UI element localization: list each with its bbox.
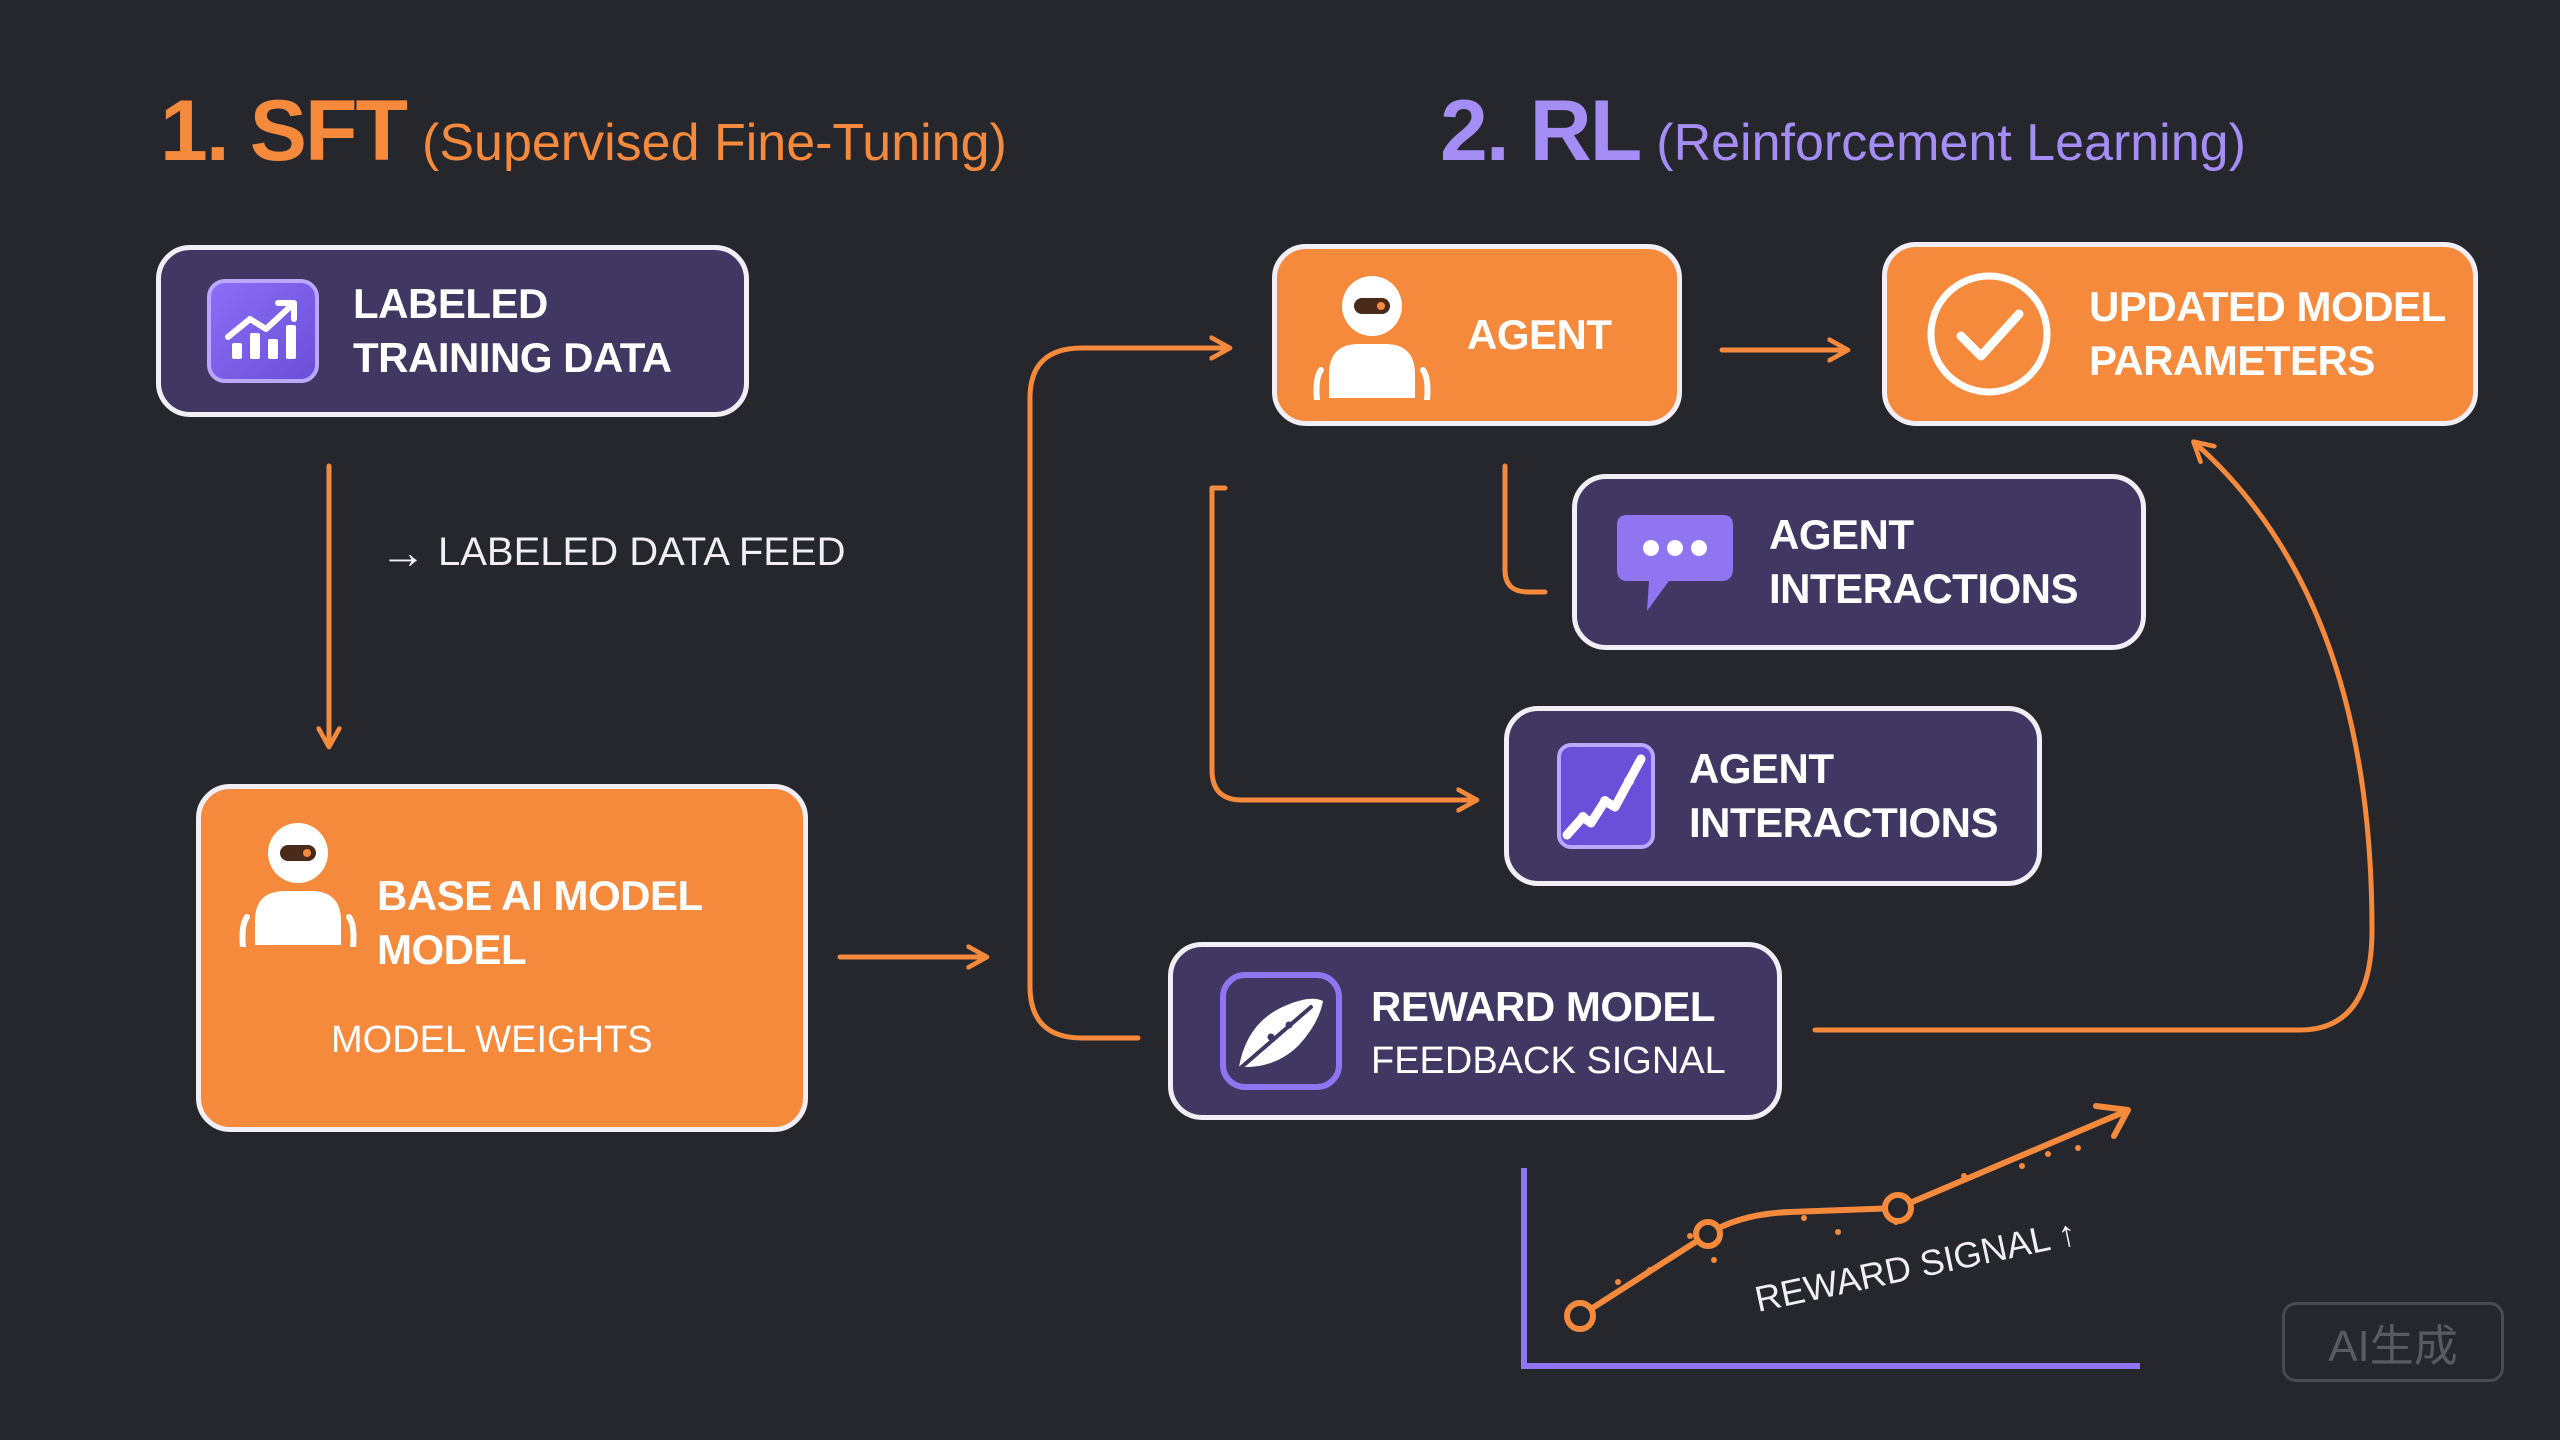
agent-interactions-label-1: AGENT INTERACTIONS — [1769, 511, 2079, 612]
feedback-signal-label: FEEDBACK SIGNAL — [1371, 1039, 1726, 1082]
agent-box[interactable]: AGENT — [1272, 244, 1682, 426]
checkmark-circle-icon — [1927, 272, 2051, 396]
updated-model-box[interactable]: UPDATED MODEL PARAMETERS — [1882, 242, 2478, 426]
sft-number: 1. SFT — [160, 83, 408, 179]
sft-subtitle: (Supervised Fine-Tuning) — [422, 114, 1007, 172]
robot-icon — [1313, 276, 1431, 400]
chart-axes — [1521, 1168, 2140, 1369]
labeled-training-data-box[interactable]: LABELED TRAINING DATA — [156, 245, 749, 417]
base-ai-model-box[interactable]: BASE AI MODEL MODEL MODEL WEIGHTS — [196, 784, 808, 1132]
agent-interactions-box-2[interactable]: AGENT INTERACTIONS — [1504, 706, 2042, 886]
arrow-loop-to-agent — [1027, 348, 1228, 1041]
chart-growth-icon — [207, 279, 319, 383]
data-feed-label: → LABELED DATA FEED — [380, 526, 846, 578]
updated-model-label: UPDATED MODEL PARAMETERS — [2089, 283, 2446, 384]
trend-point-1 — [1564, 1300, 1596, 1332]
trend-arrowhead — [2093, 1103, 2131, 1139]
connector-agent-to-interactions — [1502, 463, 1548, 595]
arrow-right-icon: → — [380, 526, 426, 578]
reward-model-text: REWARD MODEL FEEDBACK SIGNAL — [1371, 980, 1726, 1083]
arrow-feedback-to-updated — [1812, 443, 2375, 1033]
chat-bubble-icon — [1617, 515, 1733, 611]
labeled-data-label: LABELED TRAINING DATA — [353, 280, 672, 381]
agent-interactions-box-1[interactable]: AGENT INTERACTIONS — [1572, 474, 2146, 650]
reward-signal-label: REWARD SIGNAL ↑ — [1751, 1212, 2080, 1320]
reward-model-box[interactable]: REWARD MODEL FEEDBACK SIGNAL — [1168, 942, 1782, 1120]
trend-point-3 — [1882, 1192, 1914, 1224]
agent-interactions-label-2: AGENT INTERACTIONS — [1689, 745, 1999, 846]
trend-point-2 — [1693, 1219, 1723, 1249]
rl-number: 2. RL — [1440, 83, 1642, 179]
agent-label: AGENT — [1467, 311, 1612, 358]
rl-subtitle: (Reinforcement Learning) — [1656, 114, 2246, 172]
model-weights-label: MODEL WEIGHTS — [331, 1019, 653, 1061]
reward-signal-chart: REWARD SIGNAL ↑ — [1521, 1103, 2140, 1369]
feather-icon — [1220, 972, 1342, 1090]
robot-icon — [239, 823, 357, 947]
trend-line-icon — [1557, 743, 1655, 849]
sft-heading: 1. SFT (Supervised Fine-Tuning) — [160, 82, 1007, 181]
base-model-label: BASE AI MODEL MODEL — [377, 872, 703, 973]
ai-generated-watermark: AI生成 — [2282, 1302, 2504, 1382]
arrow-bracket-to-interactions — [1209, 485, 1475, 800]
rl-heading: 2. RL (Reinforcement Learning) — [1440, 82, 2246, 181]
reward-model-label: REWARD MODEL — [1371, 982, 1715, 1030]
